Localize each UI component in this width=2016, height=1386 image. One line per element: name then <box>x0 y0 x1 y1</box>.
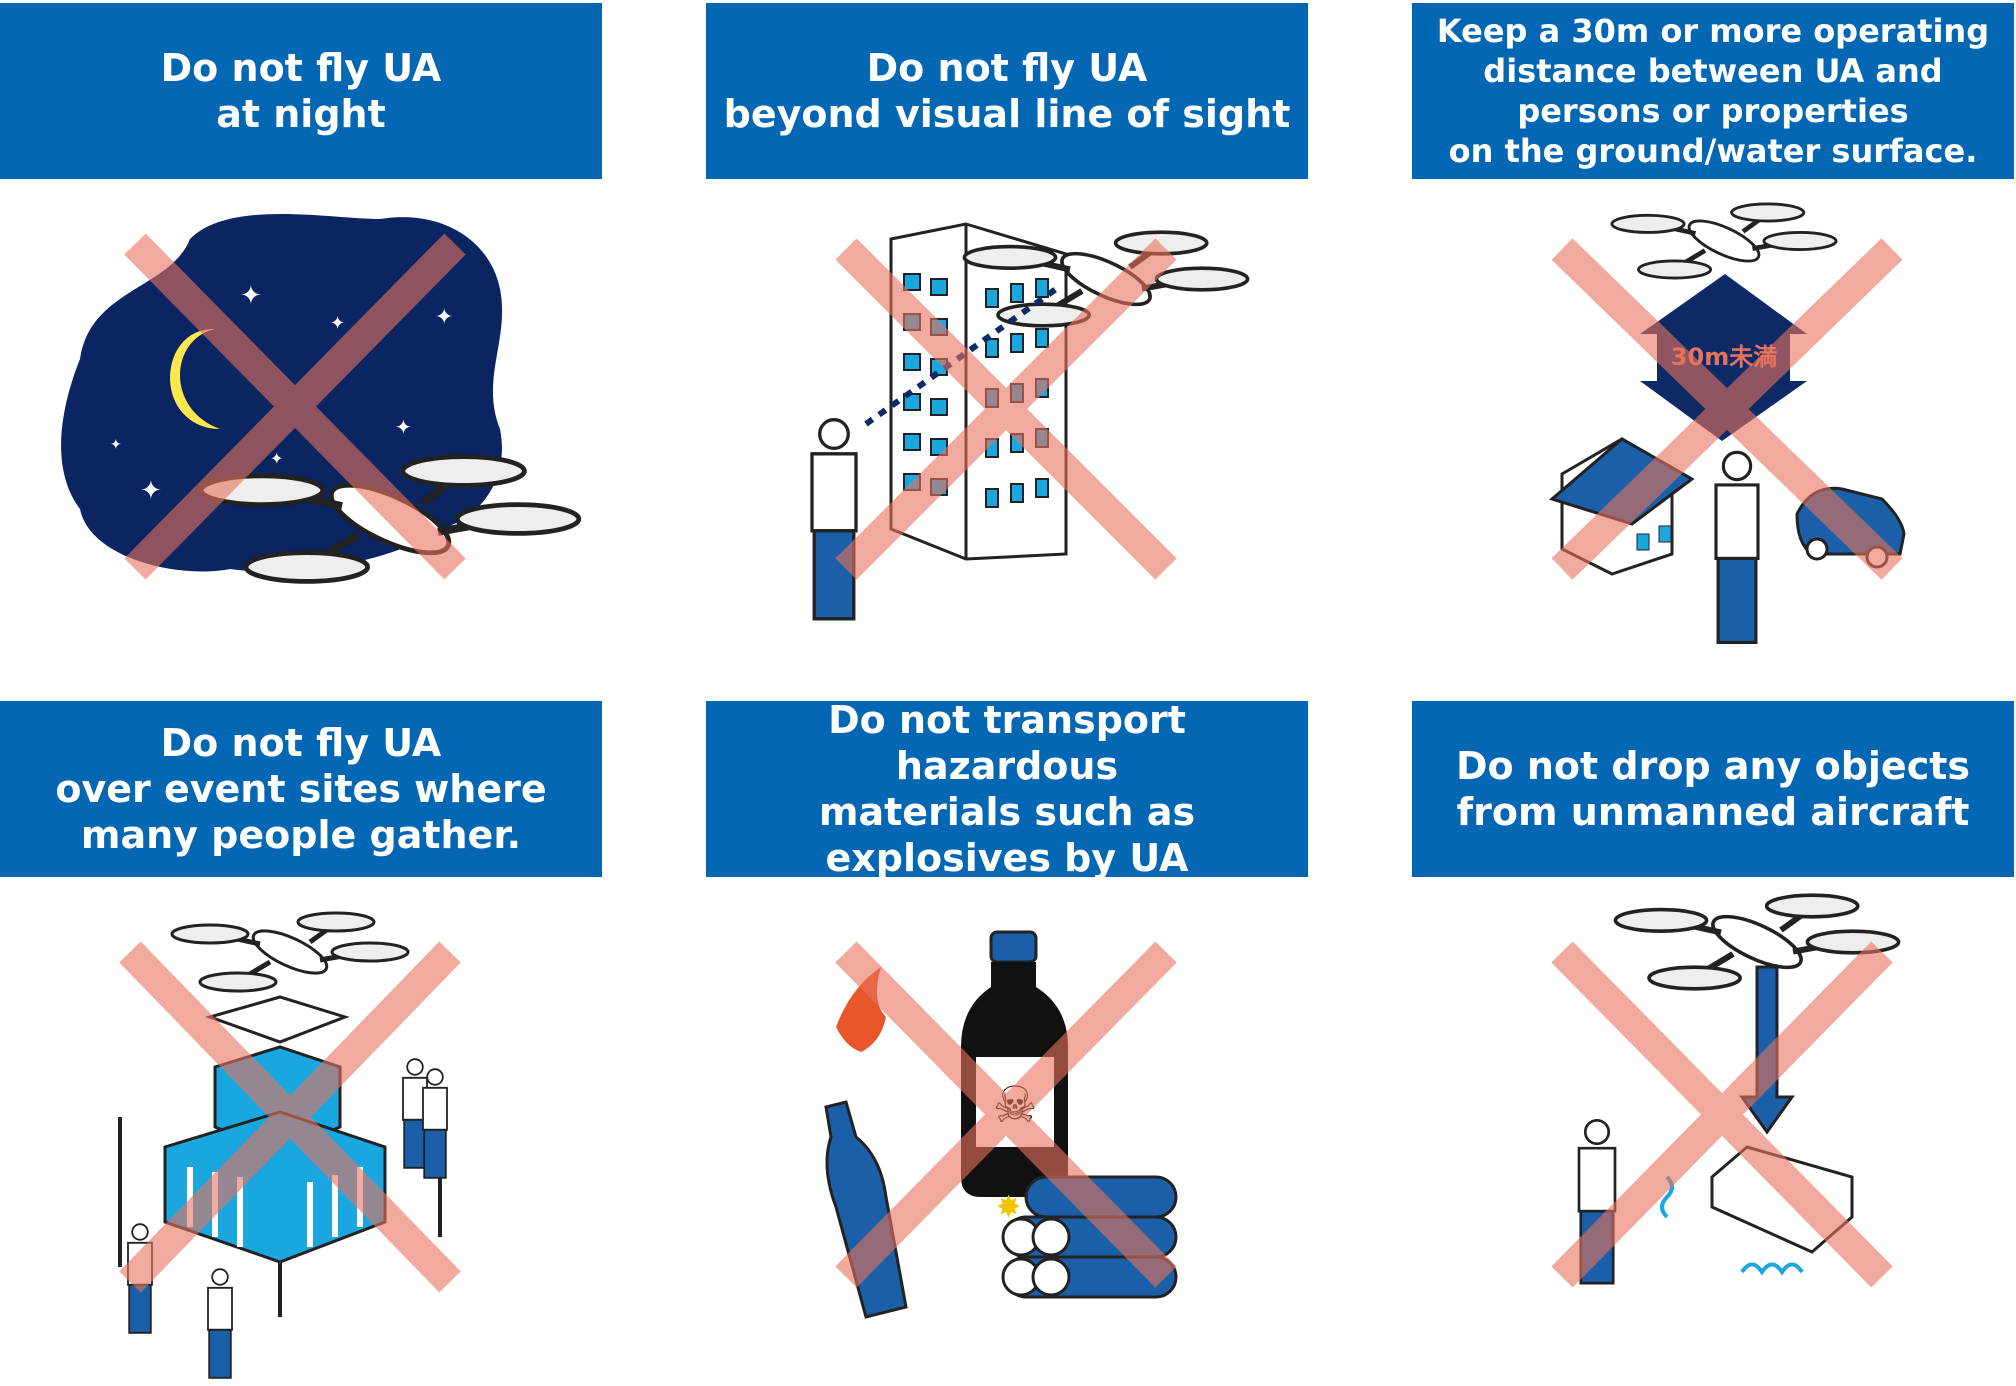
person-icon <box>1714 450 1760 644</box>
rule-header: Do not fly UA at night <box>0 3 602 179</box>
rule-panel-event-sites: Do not fly UA over event sites where man… <box>0 701 602 1385</box>
rule-title-line: Do not transport hazardous <box>828 698 1186 788</box>
stars-icon: ✦ ✦ ✦ ✦ ✦ ✦ ✦ <box>110 281 453 506</box>
svg-text:✦: ✦ <box>435 305 453 330</box>
drop-objects-illustration <box>1551 877 2014 1288</box>
rule-panel-drop-objects: Do not drop any objects from unmanned ai… <box>1412 701 2014 1385</box>
moon-icon <box>170 329 220 429</box>
rule-header: Do not transport hazardous materials suc… <box>706 698 1308 880</box>
festival-tower-icon <box>118 995 442 1317</box>
drone-icon <box>1612 204 1836 278</box>
rule-panel-night: Do not fly UA at night ✦ ✦ ✦ ✦ ✦ ✦ ✦ <box>0 3 602 699</box>
rule-title-line: distance between UA and <box>1483 52 1943 90</box>
rule-title-line: beyond visual line of sight <box>723 92 1291 136</box>
rule-title-line: Keep a 30m or more operating <box>1436 12 1990 50</box>
rule-title-line: from unmanned aircraft <box>1456 790 1970 834</box>
dynamite-icon: ✸ <box>996 1175 1178 1299</box>
distance-illustration: 30m未満 <box>1548 179 1906 644</box>
night-flight-illustration: ✦ ✦ ✦ ✦ ✦ ✦ ✦ <box>61 214 602 699</box>
rule-panel-visual-line-of-sight: Do not fly UA beyond visual line of sigh… <box>706 3 1308 699</box>
rule-header: Do not fly UA beyond visual line of sigh… <box>706 3 1308 179</box>
svg-text:✦: ✦ <box>395 415 412 439</box>
svg-text:✸: ✸ <box>996 1190 1021 1225</box>
rule-title-line: materials such as <box>818 790 1196 834</box>
svg-text:✦: ✦ <box>140 476 162 506</box>
rule-title-line: Do not fly UA <box>866 46 1148 90</box>
rule-title-line: persons or properties <box>1517 92 1909 130</box>
rule-header: Do not fly UA over event sites where man… <box>0 701 602 877</box>
prohibited-cross-icon <box>835 941 1177 1288</box>
visual-line-of-sight-illustration <box>810 222 1308 621</box>
drone-icon <box>172 913 408 991</box>
rule-title-line: Do not fly UA <box>160 721 442 765</box>
hazardous-materials-illustration: ☠ ✸ <box>824 930 1178 1319</box>
prohibited-cross-icon <box>1551 941 1893 1288</box>
svg-text:✦: ✦ <box>270 449 283 468</box>
rule-panel-distance: Keep a 30m or more operating distance be… <box>1412 3 2014 699</box>
rule-title-line: Do not drop any objects <box>1455 744 1971 788</box>
distance-arrow-icon <box>1640 274 1807 441</box>
rule-title-line: Do not fly UA <box>160 46 442 90</box>
person-icon <box>207 1268 233 1379</box>
prohibited-cross-icon <box>835 238 1177 580</box>
svg-text:✦: ✦ <box>110 437 122 453</box>
prohibited-cross-icon <box>1551 238 1903 580</box>
rule-header: Do not drop any objects from unmanned ai… <box>1412 701 2014 877</box>
prohibited-cross-icon <box>119 941 461 1293</box>
svg-text:✦: ✦ <box>240 281 262 311</box>
operator-person-icon <box>810 418 858 621</box>
rule-title-line: many people gather. <box>80 813 522 857</box>
rule-title-line: over event sites where <box>55 767 547 811</box>
rule-title-line: explosives by UA <box>825 836 1189 880</box>
svg-text:✦: ✦ <box>330 313 345 334</box>
rule-header: Keep a 30m or more operating distance be… <box>1412 3 2014 179</box>
rule-title-line: on the ground/water surface. <box>1448 132 1978 170</box>
rule-panel-hazardous: Do not transport hazardous materials suc… <box>706 698 1308 1385</box>
rule-title-line: at night <box>216 92 386 136</box>
event-site-illustration <box>118 877 461 1379</box>
prohibited-cross-icon <box>124 233 466 580</box>
